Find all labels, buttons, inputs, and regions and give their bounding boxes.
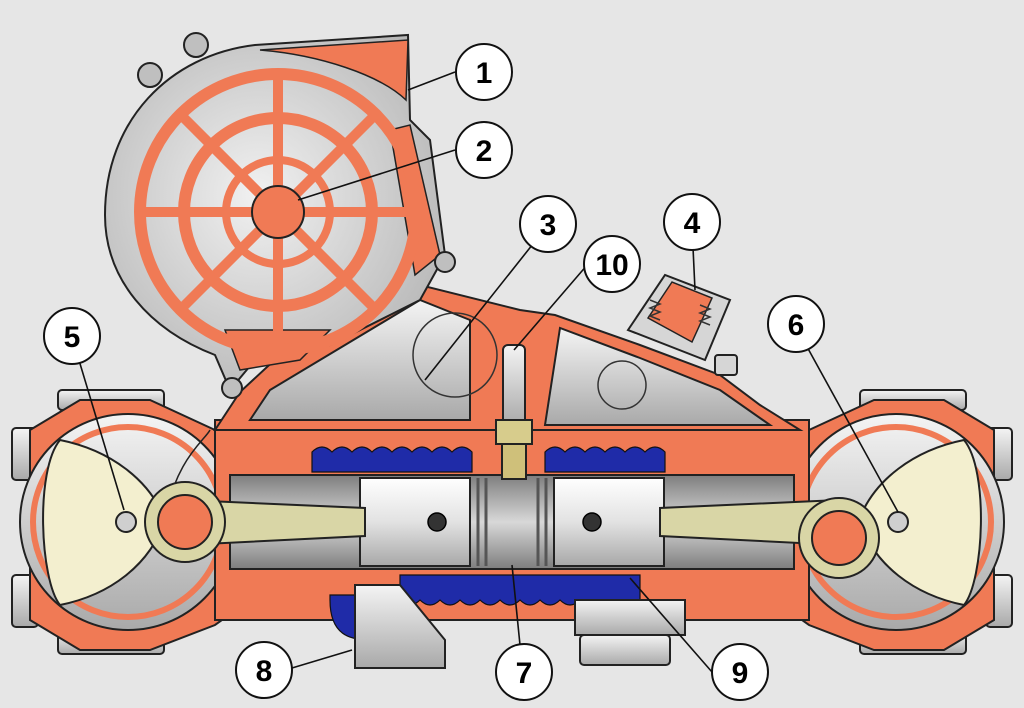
svg-text:6: 6 <box>788 309 805 342</box>
callout-1: 1 <box>455 43 513 101</box>
right-connecting-rod <box>659 497 909 579</box>
fan-impeller <box>134 68 422 356</box>
left-piston <box>359 477 488 567</box>
callout-4: 4 <box>663 193 721 251</box>
coolant-outlet-pipe <box>354 584 446 669</box>
svg-text:1: 1 <box>476 57 493 90</box>
svg-text:5: 5 <box>64 321 81 354</box>
svg-text:10: 10 <box>595 249 628 282</box>
callout-6: 6 <box>767 295 825 353</box>
right-piston <box>536 477 665 567</box>
callout-2: 2 <box>455 121 513 179</box>
svg-text:8: 8 <box>256 655 273 688</box>
svg-text:2: 2 <box>476 135 493 168</box>
thermostat <box>626 273 738 376</box>
right-counterweight <box>857 438 982 607</box>
callout-8: 8 <box>235 641 293 699</box>
spark-plug <box>495 344 533 480</box>
callout-3: 3 <box>519 195 577 253</box>
svg-text:3: 3 <box>540 209 557 242</box>
svg-text:4: 4 <box>684 207 701 240</box>
callout-10: 10 <box>583 235 641 293</box>
left-connecting-rod <box>115 481 366 563</box>
water-pump-housing <box>574 599 686 666</box>
svg-text:9: 9 <box>732 657 749 690</box>
leader-lines <box>71 71 899 673</box>
callout-5: 5 <box>43 307 101 365</box>
callout-9: 9 <box>711 643 769 701</box>
svg-text:7: 7 <box>516 657 533 690</box>
callout-7: 7 <box>495 643 553 701</box>
